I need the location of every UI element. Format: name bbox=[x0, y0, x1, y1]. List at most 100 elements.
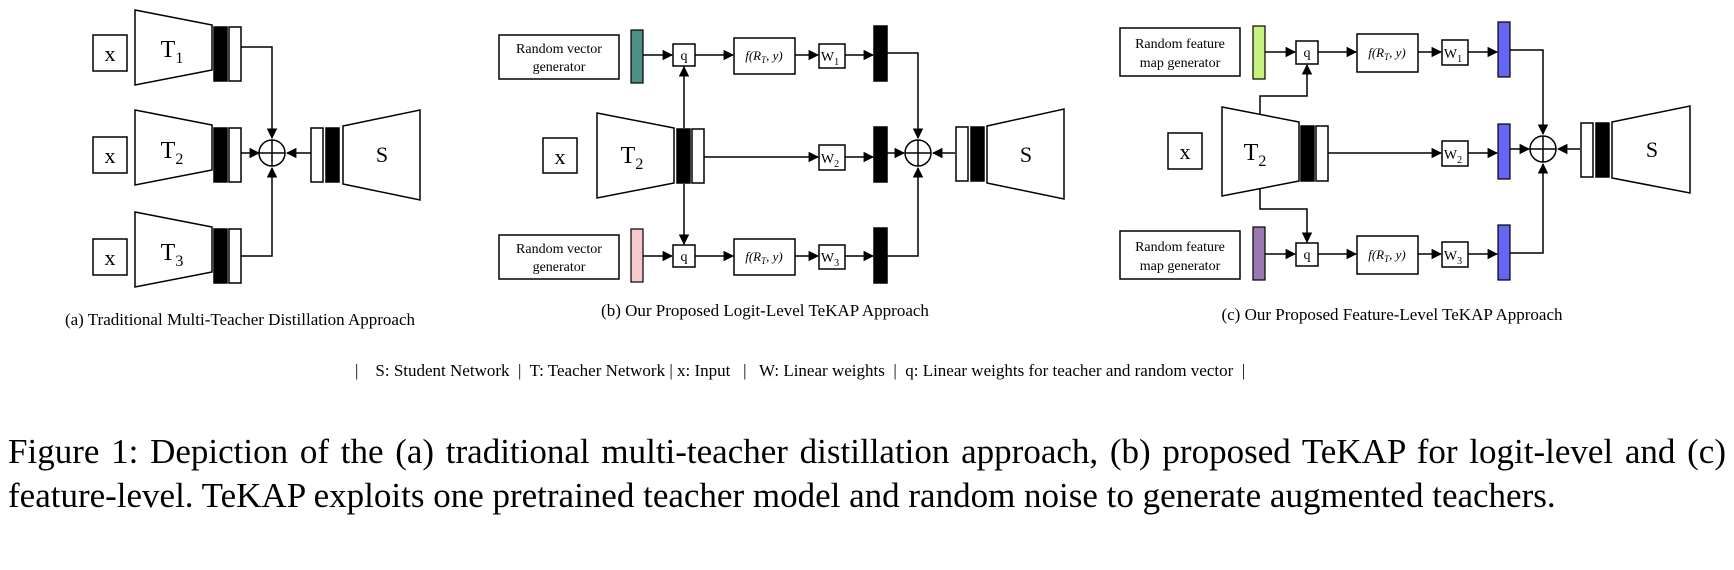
panel-a-caption: (a) Traditional Multi-Teacher Distillati… bbox=[65, 310, 416, 329]
arrow-teacher-to-q-top bbox=[1259, 63, 1313, 114]
generator-top-line-2: generator bbox=[533, 60, 586, 75]
student-feature-white bbox=[1580, 122, 1594, 178]
q-label-bottom: q bbox=[681, 250, 688, 265]
panel-c: Random feature map generator q f(RT, y) … bbox=[1119, 21, 1691, 324]
augmented-feature-top bbox=[1497, 21, 1511, 78]
augmented-feature-middle bbox=[1497, 123, 1511, 180]
input-label: x bbox=[105, 41, 116, 66]
teacher-logit-white bbox=[691, 128, 705, 184]
teacher-label: T2 bbox=[1244, 140, 1267, 170]
student-logit-white bbox=[955, 126, 969, 182]
w2-label: W2 bbox=[1444, 148, 1462, 166]
teacher-3-logit-black bbox=[213, 228, 228, 284]
f-function-box-bottom bbox=[733, 238, 796, 276]
augmented-feature-bottom bbox=[1497, 224, 1511, 281]
student-label: S bbox=[1646, 137, 1658, 162]
figure-diagram: x T1 x T2 x T3 S (a) Traditional Multi-T… bbox=[65, 9, 1691, 380]
student-trapezoid bbox=[342, 109, 421, 201]
augmented-logit-middle bbox=[873, 126, 888, 183]
w1-box bbox=[818, 43, 846, 69]
random-vector-generator-bottom bbox=[498, 234, 620, 280]
w2-box bbox=[1441, 140, 1469, 167]
teacher-1-label: T1 bbox=[161, 37, 184, 67]
figure-1: x T1 x T2 x T3 S (a) Traditional Multi-T… bbox=[65, 9, 1691, 380]
teacher-trapezoid bbox=[596, 112, 675, 199]
random-feature-map-generator-bottom bbox=[1119, 230, 1241, 280]
random-vector-generator-top bbox=[498, 34, 620, 80]
augmented-logit-top bbox=[873, 25, 888, 82]
student-logit-black bbox=[325, 127, 340, 183]
student-label: S bbox=[376, 142, 388, 167]
f-function-label-bottom: f(RT, y) bbox=[745, 249, 783, 266]
generator-bottom-line-2: map generator bbox=[1140, 259, 1221, 274]
student-logit-black bbox=[970, 126, 985, 182]
f-function-box-top bbox=[1356, 33, 1419, 73]
w3-box bbox=[818, 244, 846, 270]
teacher-2-logit-white bbox=[228, 127, 242, 183]
panel-b-caption: (b) Our Proposed Logit-Level TeKAP Appro… bbox=[601, 301, 929, 320]
teacher-label: T2 bbox=[621, 143, 644, 173]
teacher-2-trapezoid bbox=[134, 109, 213, 186]
panel-c-caption: (c) Our Proposed Feature-Level TeKAP App… bbox=[1221, 305, 1563, 324]
noise-feature-map-top bbox=[1252, 25, 1266, 80]
generator-top-line-1: Random feature bbox=[1135, 37, 1225, 52]
q-label-bottom: q bbox=[1304, 248, 1311, 263]
input-label: x bbox=[1180, 139, 1191, 164]
f-function-label-top: f(RT, y) bbox=[1368, 45, 1406, 62]
generator-top-line-1: Random vector bbox=[516, 42, 602, 57]
w1-label: W1 bbox=[821, 50, 839, 68]
teacher-2-label: T2 bbox=[161, 138, 184, 168]
arrow-t3-sum bbox=[241, 166, 278, 257]
w1-label: W1 bbox=[1444, 47, 1462, 65]
teacher-trapezoid bbox=[1221, 106, 1300, 197]
arrow-t1-sum bbox=[241, 46, 278, 140]
student-feature-black bbox=[1595, 122, 1610, 178]
w3-label: W3 bbox=[1444, 249, 1462, 267]
panel-b: Random vector generator q f(RT, y) W1 x … bbox=[498, 25, 1065, 320]
student-logit-white bbox=[310, 127, 324, 183]
w2-label: W2 bbox=[821, 152, 839, 170]
f-function-box-top bbox=[733, 37, 796, 75]
teacher-3-trapezoid bbox=[134, 211, 213, 288]
f-function-label-bottom: f(RT, y) bbox=[1368, 247, 1406, 264]
student-trapezoid bbox=[986, 108, 1065, 200]
generator-bottom-line-1: Random feature bbox=[1135, 240, 1225, 255]
input-box bbox=[542, 137, 578, 174]
random-feature-map-generator-top bbox=[1119, 27, 1241, 77]
input-box bbox=[92, 238, 128, 276]
input-label: x bbox=[555, 144, 566, 169]
f-function-label-top: f(RT, y) bbox=[745, 48, 783, 65]
w3-label: W3 bbox=[821, 251, 839, 269]
teacher-1-trapezoid bbox=[134, 9, 213, 86]
noise-vector-bottom bbox=[630, 228, 644, 283]
teacher-logit-black bbox=[676, 128, 691, 184]
noise-vector-top bbox=[630, 29, 644, 84]
input-box bbox=[92, 136, 128, 174]
teacher-feature-white bbox=[1315, 125, 1329, 182]
generator-bottom-line-2: generator bbox=[533, 260, 586, 275]
input-box bbox=[92, 34, 128, 72]
panel-a: x T1 x T2 x T3 S (a) Traditional Multi-T… bbox=[65, 9, 421, 329]
generator-bottom-line-1: Random vector bbox=[516, 242, 602, 257]
input-label: x bbox=[105, 143, 116, 168]
teacher-3-label: T3 bbox=[161, 240, 184, 270]
q-label-top: q bbox=[681, 49, 688, 64]
teacher-3-logit-white bbox=[228, 228, 242, 284]
arrow-teacher-to-q-bottom bbox=[1259, 189, 1313, 244]
q-label-top: q bbox=[1304, 46, 1311, 61]
teacher-1-logit-white bbox=[228, 26, 242, 82]
teacher-2-logit-black bbox=[213, 127, 228, 183]
legend: | S: Student Network | T: Teacher Networ… bbox=[355, 361, 1245, 380]
student-trapezoid bbox=[1611, 105, 1691, 194]
teacher-1-logit-black bbox=[213, 26, 228, 82]
w1-box bbox=[1441, 39, 1469, 66]
generator-top-line-2: map generator bbox=[1140, 56, 1221, 71]
augmented-logit-bottom bbox=[873, 227, 888, 284]
input-label: x bbox=[105, 245, 116, 270]
input-box bbox=[1167, 132, 1203, 170]
figure-caption: Figure 1: Depiction of the (a) tradition… bbox=[8, 432, 1726, 515]
noise-feature-map-bottom bbox=[1252, 226, 1266, 281]
teacher-feature-black bbox=[1300, 125, 1315, 182]
f-function-box-bottom bbox=[1356, 235, 1419, 275]
student-label: S bbox=[1020, 142, 1032, 167]
